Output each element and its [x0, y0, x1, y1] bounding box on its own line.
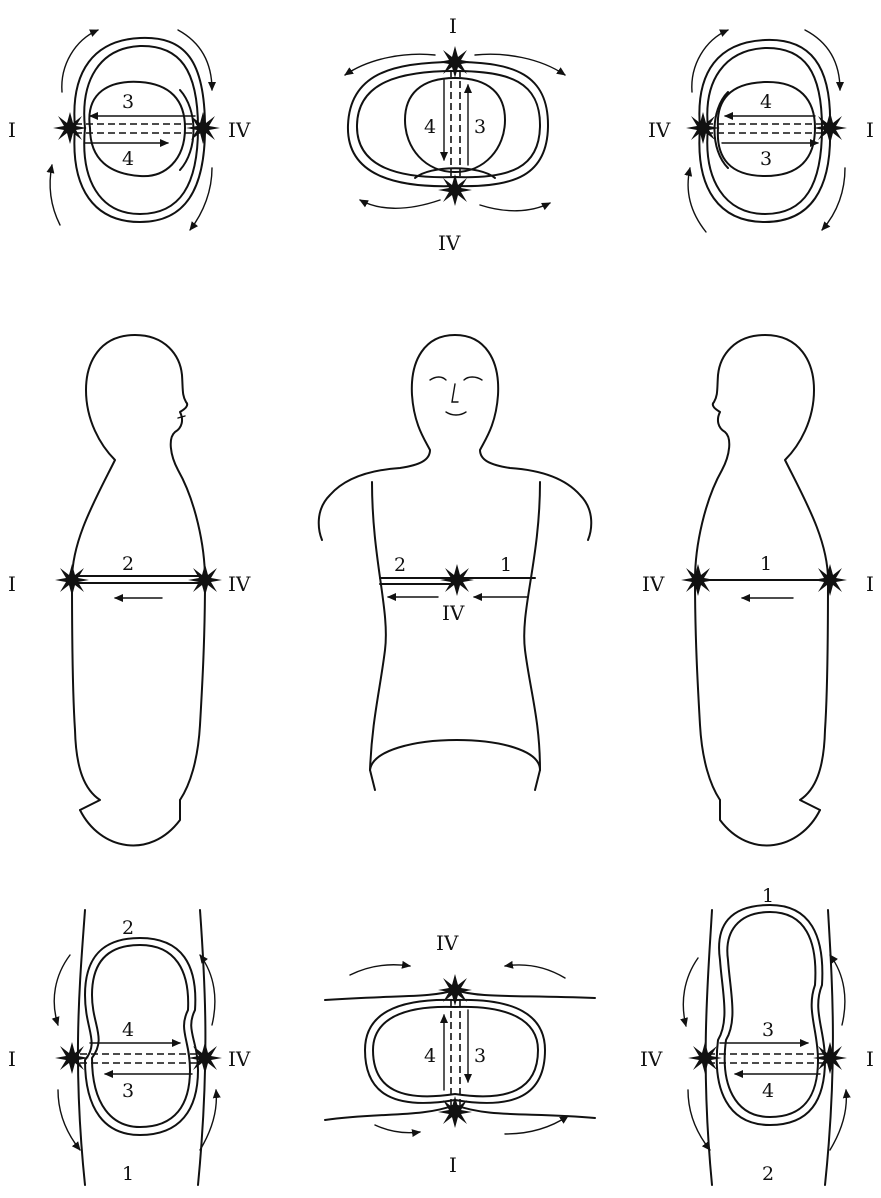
electrode-burst-icon — [438, 974, 472, 1006]
path-label-1: 1 — [500, 554, 512, 576]
bottom-right-cross-section: 1 3 4 2 IV I — [640, 885, 874, 1185]
electrode-label-i: I — [866, 1047, 874, 1071]
electrode-label-i: I — [8, 118, 16, 142]
front-body: 2 1 IV — [319, 335, 592, 790]
path-label-4: 4 — [424, 1045, 436, 1067]
electrode-label-iv: IV — [438, 231, 461, 255]
electrode-label-i: I — [866, 572, 874, 596]
electrode-label-i: I — [449, 1153, 457, 1177]
electrode-burst-icon — [440, 564, 474, 596]
electrode-label-iv: IV — [228, 1047, 251, 1071]
path-label-3: 3 — [122, 91, 134, 113]
path-label-1: 1 — [122, 1163, 134, 1185]
bottom-center-cross-section: IV I 4 3 — [325, 931, 595, 1177]
electrode-burst-icon — [188, 564, 222, 596]
path-label-4: 4 — [760, 91, 772, 113]
electrode-burst-icon — [55, 1042, 89, 1074]
electrode-burst-icon — [186, 112, 220, 144]
bottom-left-cross-section: 2 4 3 1 I IV — [8, 910, 251, 1185]
top-center-cross-section: I IV 4 3 — [345, 14, 565, 255]
top-left-cross-section: 3 4 I IV — [8, 30, 251, 230]
path-label-3: 3 — [762, 1019, 774, 1041]
path-label-4: 4 — [122, 1019, 134, 1041]
path-label-1: 1 — [760, 553, 772, 575]
electrode-burst-icon — [438, 174, 472, 206]
electrode-burst-icon — [438, 46, 472, 78]
electrode-label-iv: IV — [640, 1047, 663, 1071]
path-label-2: 2 — [122, 553, 134, 575]
path-label-4: 4 — [762, 1080, 774, 1102]
path-label-4: 4 — [122, 148, 134, 170]
path-label-2: 2 — [122, 917, 134, 939]
path-label-3: 3 — [474, 1045, 486, 1067]
right-side-body: 1 IV I — [642, 335, 874, 845]
path-label-2: 2 — [762, 1163, 774, 1185]
electrode-burst-icon — [55, 564, 89, 596]
electrode-label-i: I — [8, 1047, 16, 1071]
electrode-label-i: I — [449, 14, 457, 38]
path-label-3: 3 — [474, 116, 486, 138]
path-label-4: 4 — [424, 116, 436, 138]
electrode-label-iv: IV — [228, 118, 251, 142]
path-label-3: 3 — [122, 1080, 134, 1102]
path-label-1: 1 — [762, 885, 774, 907]
electrode-label-iv: IV — [228, 572, 251, 596]
top-right-cross-section: 4 3 IV I — [648, 30, 874, 232]
electrode-label-i: I — [8, 572, 16, 596]
path-label-2: 2 — [394, 554, 406, 576]
electrode-label-iv: IV — [442, 601, 465, 625]
electrode-burst-icon — [53, 112, 87, 144]
electrode-label-iv: IV — [648, 118, 671, 142]
electrode-burst-icon — [813, 112, 847, 144]
left-side-body: 2 I IV — [8, 335, 251, 845]
electrode-label-iv: IV — [642, 572, 665, 596]
path-label-3: 3 — [760, 148, 772, 170]
electrode-burst-icon — [813, 564, 847, 596]
electrode-burst-icon — [681, 564, 715, 596]
electrode-burst-icon — [188, 1042, 222, 1074]
electrode-label-i: I — [866, 118, 874, 142]
electrode-label-iv: IV — [436, 931, 459, 955]
